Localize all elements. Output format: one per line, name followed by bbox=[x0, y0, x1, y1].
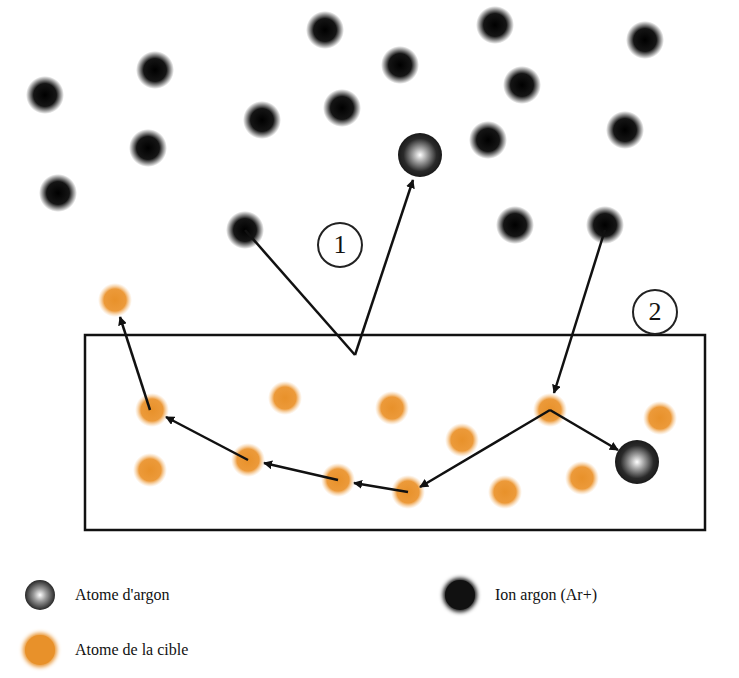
legend-entry: Atome d'argon bbox=[25, 580, 170, 610]
callout-number: 1 bbox=[334, 232, 347, 258]
reflected-argon-atom bbox=[398, 133, 442, 177]
implanted-argon-atom bbox=[615, 440, 659, 484]
legend-entry: Atome de la cible bbox=[25, 635, 188, 665]
callout-circle: 1 bbox=[317, 222, 363, 268]
callout-circle: 2 bbox=[632, 289, 678, 335]
legend-swatch bbox=[25, 635, 55, 665]
argon-ions bbox=[26, 6, 664, 249]
legend-label: Atome d'argon bbox=[75, 586, 170, 604]
legend-swatch bbox=[445, 580, 475, 610]
legend-label: Atome de la cible bbox=[75, 641, 188, 659]
legend-label: Ion argon (Ar+) bbox=[495, 586, 597, 604]
legend-swatch bbox=[25, 580, 55, 610]
callout-number: 2 bbox=[649, 299, 662, 325]
target-box bbox=[85, 335, 705, 530]
legend-entry: Ion argon (Ar+) bbox=[445, 580, 597, 610]
target-atoms bbox=[98, 283, 677, 509]
trajectories bbox=[120, 180, 618, 492]
